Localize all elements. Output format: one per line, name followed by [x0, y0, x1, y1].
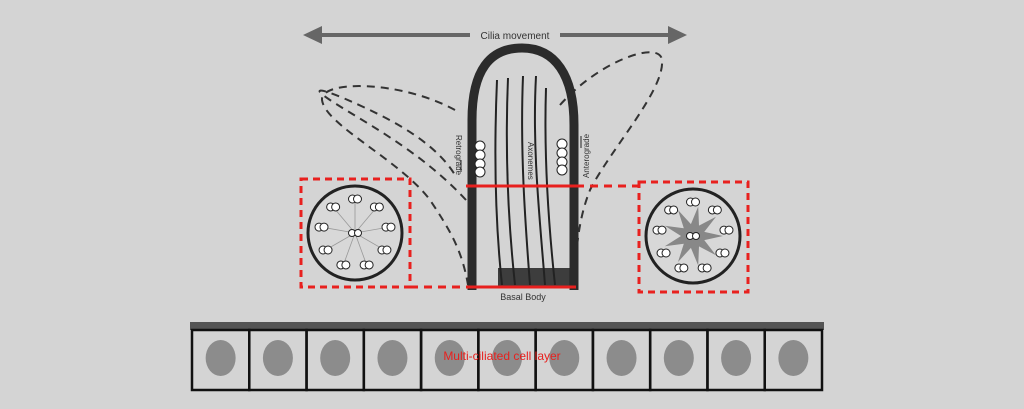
cell [648, 328, 709, 392]
microtubule [702, 263, 712, 273]
left-beat-trajectory [318, 89, 467, 201]
nucleus [320, 340, 351, 376]
microtubule [341, 260, 351, 270]
axoneme-cross-section [637, 180, 750, 294]
anterograde-particles [556, 138, 568, 176]
microtubule [661, 248, 671, 258]
cell [190, 328, 251, 392]
microtubule [669, 205, 679, 215]
axonemes-lines [494, 75, 556, 286]
microtubule [319, 222, 329, 232]
nucleus [778, 340, 809, 376]
central-microtubule [354, 229, 362, 237]
basal-body [498, 268, 570, 288]
microtubule [374, 202, 384, 212]
microtubule [331, 202, 341, 212]
nucleus [434, 340, 465, 376]
microtubule [364, 260, 374, 270]
nucleus [549, 340, 580, 376]
cell [763, 328, 824, 392]
nucleus [663, 340, 694, 376]
cell [706, 328, 766, 392]
nucleus [262, 340, 293, 376]
basal-cross-section [299, 177, 412, 289]
central-microtubule [692, 232, 700, 240]
cilia-movement-label: Cilia movement [481, 31, 550, 42]
left-beat-loop [320, 85, 469, 286]
retrograde-label: Retrograde [454, 135, 463, 176]
microtubule [712, 205, 722, 215]
microtubule [657, 225, 667, 235]
cell [248, 328, 308, 392]
cell-layer: Multi-ciliated cell layer [190, 322, 824, 392]
microtubule [353, 194, 362, 204]
cell-layer-label: Multi-ciliated cell layer [443, 349, 560, 363]
microtubule [691, 197, 700, 207]
axonemes-label: Axonemes [526, 142, 535, 180]
cilia-movement-arrow: Cilia movement [303, 26, 687, 44]
microtubule [724, 225, 734, 235]
anterograde-label: Anterograde [582, 133, 591, 178]
retrograde-particles [474, 140, 486, 178]
microtubule [382, 245, 392, 255]
cell [362, 328, 423, 392]
nucleus [377, 340, 408, 376]
cilium: Retrograde Axonemes Anterograde Basal Bo… [454, 43, 591, 302]
basal-body-label: Basal Body [500, 292, 546, 302]
nucleus [721, 340, 752, 376]
nucleus [205, 340, 236, 376]
microtubule [720, 248, 730, 258]
cell [591, 328, 652, 392]
nucleus [606, 340, 637, 376]
microtubule [386, 222, 396, 232]
microtubule [323, 245, 333, 255]
nucleus [492, 340, 522, 376]
cilia-fringe [190, 322, 824, 330]
cell [305, 328, 366, 392]
microtubule [679, 263, 689, 273]
